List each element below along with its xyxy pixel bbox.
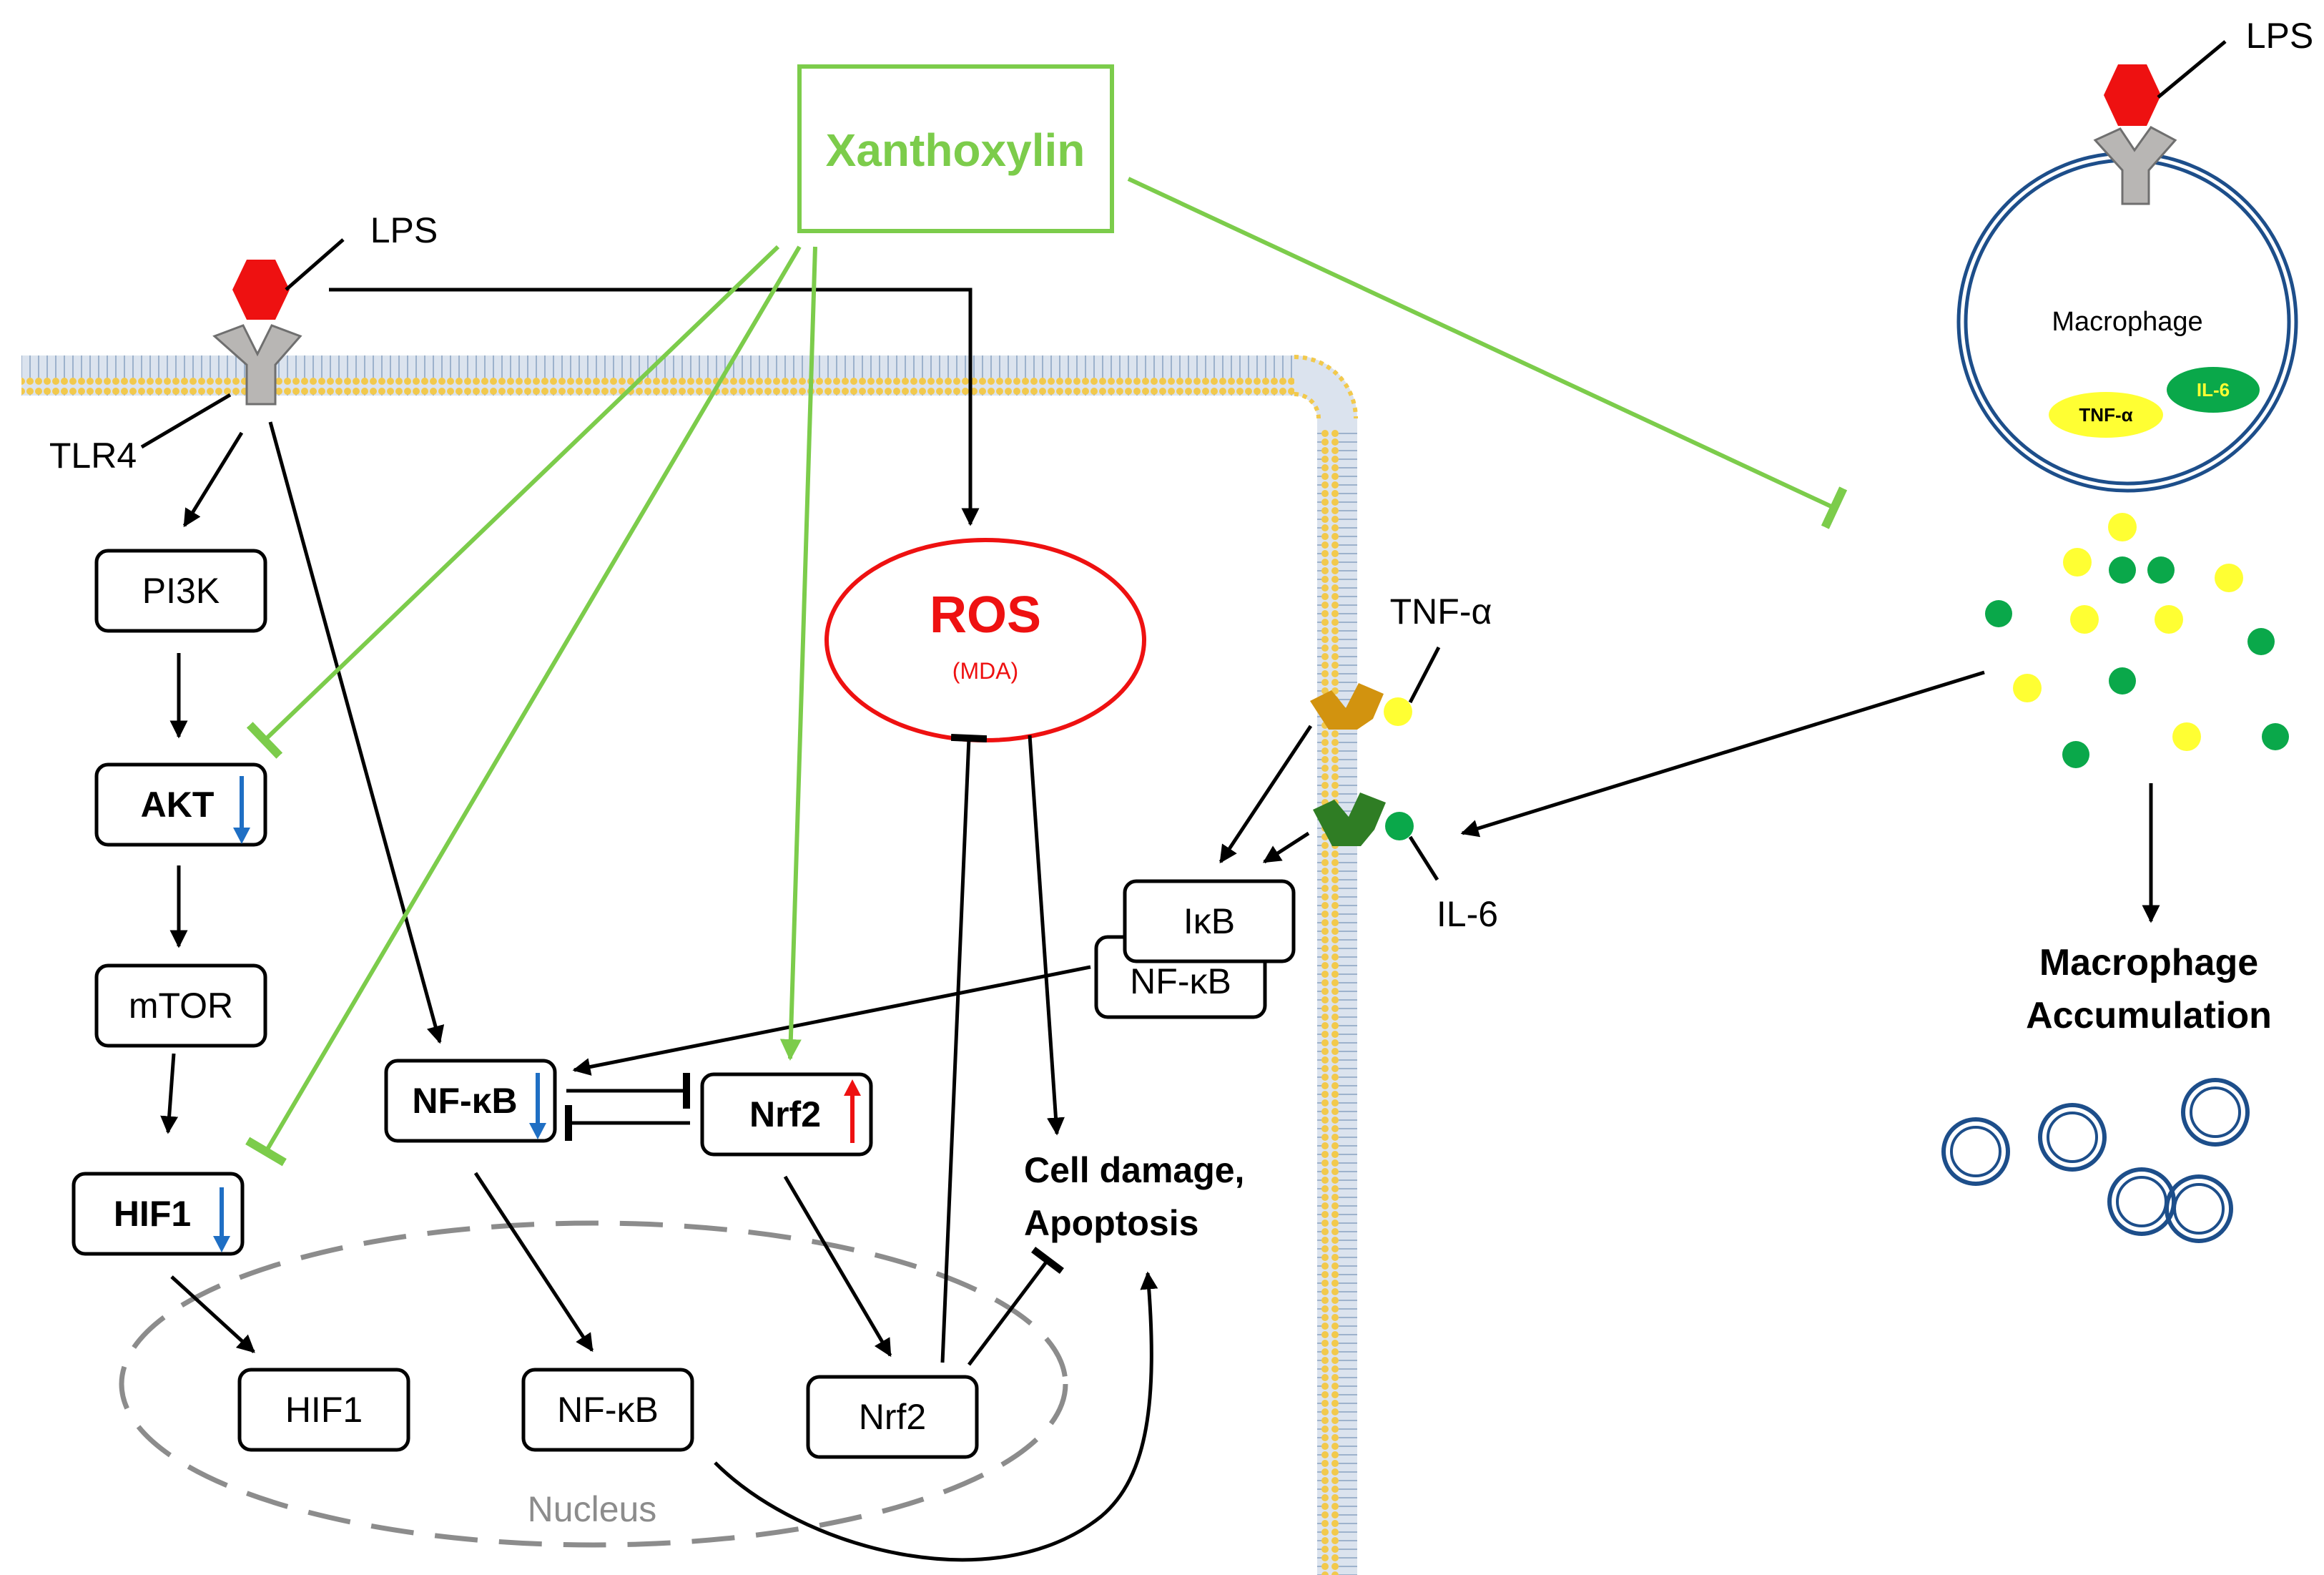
lps-label: LPS bbox=[370, 210, 438, 250]
il6-label: IL-6 bbox=[1437, 894, 1498, 934]
nrf2-box bbox=[700, 1072, 873, 1157]
nucleus-hif1-box bbox=[237, 1368, 410, 1452]
il6-receptor-icon bbox=[1313, 793, 1386, 846]
ros-title: ROS bbox=[930, 587, 1041, 644]
hif1-box bbox=[72, 1172, 245, 1256]
macrophage-il6-label: IL-6 bbox=[2197, 379, 2230, 401]
akt-box bbox=[94, 762, 267, 847]
cytokine-dots bbox=[1985, 513, 2289, 768]
tlr4-receptor-icon bbox=[212, 324, 302, 406]
nucleus-label: Nucleus bbox=[528, 1489, 657, 1529]
apoptosis-label: Apoptosis bbox=[1024, 1203, 1198, 1243]
macrophage-lps-label: LPS bbox=[2246, 16, 2314, 56]
nrf2-label: Nrf2 bbox=[749, 1094, 821, 1134]
akt-label: AKT bbox=[141, 785, 215, 825]
macrophage-accumulation-line2: Accumulation bbox=[2026, 995, 2272, 1036]
macrophage-lps-hexagon-icon bbox=[2104, 64, 2161, 126]
macrophage-tnf-ellipse bbox=[2049, 392, 2163, 438]
xanthoxylin-effects bbox=[245, 177, 1848, 1167]
nucleus-nfkb-box bbox=[521, 1368, 694, 1452]
mtor-label: mTOR bbox=[129, 986, 233, 1026]
ros-subtitle: (MDA) bbox=[952, 658, 1018, 684]
tnf-receptor-icon bbox=[1310, 683, 1384, 730]
nucleus-nrf2-label: Nrf2 bbox=[859, 1397, 926, 1437]
tnf-dot-icon bbox=[1384, 697, 1412, 726]
xanthoxylin-label: Xanthoxylin bbox=[826, 124, 1085, 176]
hif1-label: HIF1 bbox=[114, 1194, 191, 1234]
tlr4-label: TLR4 bbox=[49, 436, 137, 476]
inhibition-lines bbox=[565, 733, 1064, 1366]
il6-dot-icon bbox=[1385, 812, 1414, 840]
pi3k-box bbox=[94, 549, 267, 633]
akt-down-arrow-head bbox=[233, 828, 250, 844]
nucleus-nrf2-box bbox=[806, 1375, 979, 1459]
macrophage-label: Macrophage bbox=[2052, 307, 2202, 337]
macrophage-il6-ellipse bbox=[2167, 367, 2260, 413]
nucleus-hif1-label: HIF1 bbox=[285, 1390, 363, 1430]
nucleus-outline bbox=[119, 1220, 1068, 1548]
nrf2-up-arrow-head bbox=[844, 1079, 861, 1096]
ikb-box bbox=[1123, 879, 1296, 963]
pi3k-label: PI3K bbox=[142, 571, 220, 611]
nucleus-nfkb-label: NF-κB bbox=[557, 1390, 659, 1430]
complex-nfkb-label: NF-κB bbox=[1130, 961, 1231, 1001]
nfkb-down-arrow-head bbox=[529, 1123, 546, 1139]
macrophage-accumulation-line1: Macrophage bbox=[2039, 942, 2258, 983]
macrophage-cluster-lower bbox=[2063, 1184, 2127, 1248]
tnf-label: TNF-α bbox=[1390, 592, 1492, 632]
macrophage-tnf-label: TNF-α bbox=[2079, 404, 2132, 426]
macrophage-receptor-icon bbox=[2093, 126, 2177, 205]
nfkb-label: NF-κB bbox=[412, 1081, 517, 1121]
macrophage-cluster bbox=[1941, 1078, 2250, 1243]
hif1-down-arrow-head bbox=[213, 1236, 230, 1252]
mtor-box bbox=[94, 963, 267, 1048]
ikb-label: IκB bbox=[1183, 901, 1235, 941]
activation-arrows bbox=[160, 288, 2160, 1562]
xanthoxylin-box bbox=[797, 64, 1114, 233]
cell-damage-label: Cell damage, bbox=[1024, 1150, 1244, 1190]
nfkb-box bbox=[384, 1059, 557, 1143]
lps-hexagon-icon bbox=[232, 260, 290, 320]
